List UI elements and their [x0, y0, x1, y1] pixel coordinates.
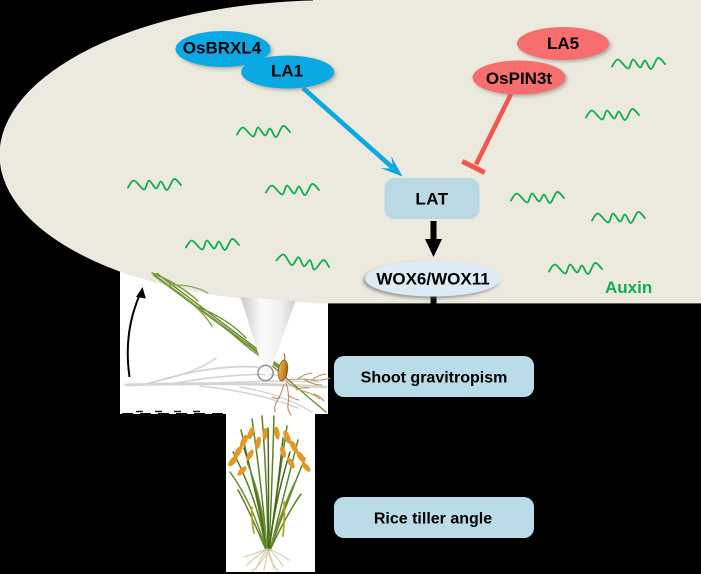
- svg-text:WOX6/WOX11: WOX6/WOX11: [376, 270, 489, 289]
- svg-text:Shoot gravitropism: Shoot gravitropism: [361, 370, 508, 387]
- svg-text:OsPIN3t: OsPIN3t: [486, 69, 552, 88]
- svg-text:Auxin: Auxin: [605, 278, 652, 297]
- svg-text:LAT: LAT: [415, 190, 448, 209]
- svg-text:LA1: LA1: [271, 62, 303, 81]
- svg-text:Rice tiller angle: Rice tiller angle: [374, 511, 492, 528]
- svg-text:OsBRXL4: OsBRXL4: [183, 39, 262, 58]
- svg-text:LA5: LA5: [547, 34, 579, 53]
